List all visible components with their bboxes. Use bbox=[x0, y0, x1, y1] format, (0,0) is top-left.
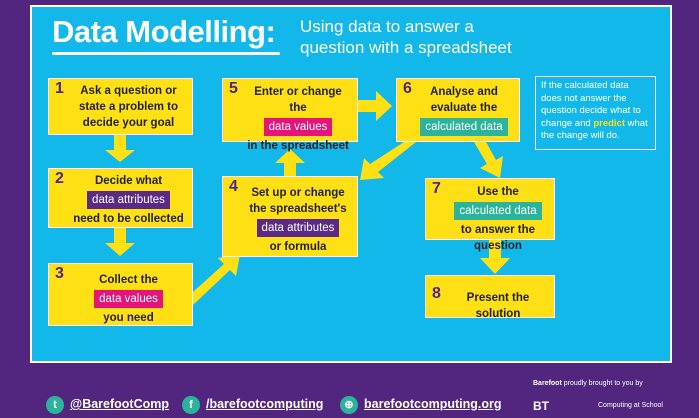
step-text: Decide what bbox=[94, 175, 163, 187]
step-number: 6 bbox=[403, 80, 412, 97]
arrow-5-to-6 bbox=[358, 91, 392, 121]
step-text: Enter or change the bbox=[254, 86, 342, 114]
arrow-1-to-2 bbox=[105, 135, 135, 162]
arrow-3-to-4 bbox=[193, 254, 240, 305]
step-4-box: 4 Set up or change the spreadsheet's data… bbox=[222, 176, 358, 257]
step-text: Present the solution bbox=[466, 292, 530, 320]
step-number: 1 bbox=[55, 80, 64, 97]
data-attributes-tag: data attributes bbox=[256, 219, 340, 237]
data-attributes-tag: data attributes bbox=[87, 191, 170, 209]
step-number: 8 bbox=[432, 285, 441, 302]
sponsor-text: Barefoot proudly brought to you by bbox=[533, 380, 643, 387]
step-text: or formula bbox=[269, 241, 327, 253]
step-text: to answer the question bbox=[460, 224, 536, 252]
step-1-box: 1 Ask a question or state a problem to d… bbox=[48, 78, 193, 135]
cas-logo: Computing at School bbox=[598, 402, 663, 409]
website-link[interactable]: barefootcomputing.org bbox=[364, 397, 502, 411]
globe-icon[interactable]: ⊕ bbox=[340, 396, 358, 414]
step-text: Collect the bbox=[99, 274, 158, 286]
predict-highlight: predict bbox=[593, 117, 625, 129]
step-text: you need bbox=[103, 312, 154, 324]
arrow-2-to-3 bbox=[105, 228, 135, 256]
arrow-6-to-7 bbox=[474, 142, 503, 178]
calculated-data-tag: calculated data bbox=[420, 118, 508, 136]
step-3-box: 3 Collect the data values you need bbox=[48, 263, 193, 326]
twitter-icon[interactable]: t bbox=[46, 396, 64, 414]
step-number: 4 bbox=[229, 178, 238, 195]
step-text: Set up or change the spreadsheet's bbox=[249, 187, 347, 215]
step-2-box: 2 Decide what data attributes need to be c… bbox=[48, 168, 193, 228]
title-underline bbox=[52, 52, 280, 55]
step-5-box: 5 Enter or change the data values in the s… bbox=[222, 78, 358, 152]
step-8-box: 8 Present the solution bbox=[425, 275, 555, 320]
step-number: 2 bbox=[55, 170, 64, 187]
facebook-icon[interactable]: f bbox=[182, 396, 200, 414]
calculated-data-tag: calculated data bbox=[454, 202, 542, 220]
step-7-box: 7 Use the calculated data to answer the qu… bbox=[425, 178, 555, 252]
bt-logo: BT bbox=[533, 399, 549, 413]
step-number: 7 bbox=[432, 180, 441, 197]
step-number: 5 bbox=[229, 80, 238, 97]
page-title: Data Modelling: bbox=[52, 14, 276, 49]
step-text: in the spreadsheet bbox=[247, 140, 349, 152]
arrow-7-to-8 bbox=[480, 240, 510, 274]
twitter-link[interactable]: @BarefootComp bbox=[70, 397, 169, 411]
step-number: 3 bbox=[55, 265, 64, 282]
arrow-4-to-5 bbox=[275, 149, 305, 176]
feedback-note: If the calculated data does not answer t… bbox=[535, 76, 656, 150]
step-6-box: 6 Analyse and evaluate the calculated dat… bbox=[396, 78, 520, 142]
step-text: Analyse and evaluate the bbox=[430, 86, 498, 114]
step-text: Ask a question or state a problem to dec… bbox=[78, 85, 179, 129]
step-text: Use the bbox=[477, 186, 519, 198]
arrow-6-to-4 bbox=[360, 142, 416, 180]
data-values-tag: data values bbox=[263, 118, 333, 136]
facebook-link[interactable]: /barefootcomputing bbox=[206, 397, 324, 411]
step-text: need to be collected bbox=[73, 213, 184, 225]
data-values-tag: data values bbox=[94, 290, 163, 308]
